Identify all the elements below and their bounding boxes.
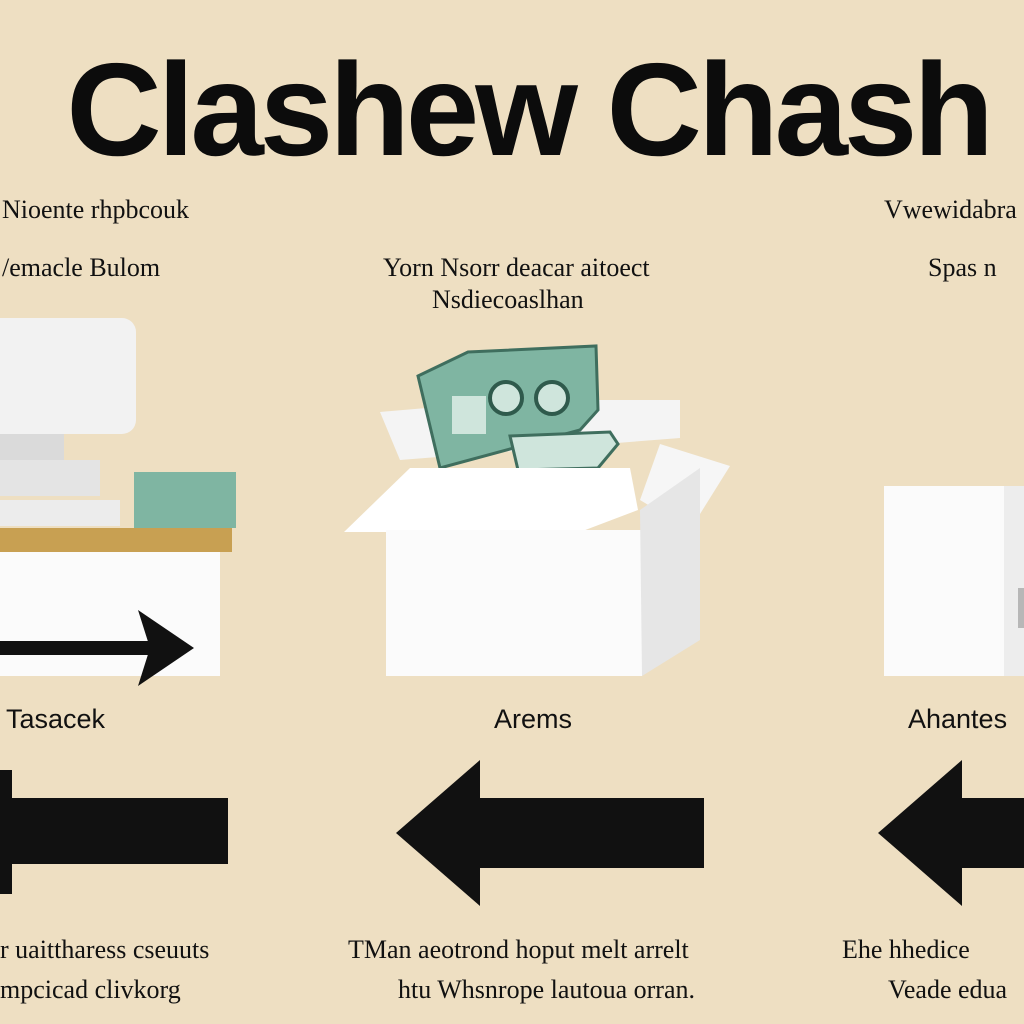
- box-with-money-illustration: [344, 344, 730, 676]
- column-2-subheading-line2: Nsdiecoaslhan: [432, 285, 584, 314]
- desk-cabinet: [0, 552, 220, 676]
- bill-portrait: [452, 396, 486, 434]
- column-1-footer-line1: r uaittharess cseuuts: [0, 935, 210, 964]
- column-3-footer-line2: Veade edua: [888, 975, 1008, 1004]
- column-2-caption: Arems: [494, 704, 573, 734]
- keyboard: [0, 500, 120, 526]
- computer-desk-illustration: [0, 318, 236, 676]
- left-arrow-icon-1: [0, 770, 228, 894]
- white-box-illustration: [884, 486, 1024, 676]
- monitor-screen: [0, 318, 136, 434]
- monitor-base: [0, 460, 100, 496]
- column-3-footer-line1: Ehe hhedice: [842, 935, 970, 964]
- column-1-heading: Nioente rhpbcouk: [2, 195, 190, 224]
- teal-box: [134, 472, 236, 528]
- column-3-heading: Vwewidabra: [884, 195, 1017, 224]
- column-2-footer-line2: htu Whsnrope lautoua orran.: [398, 975, 695, 1004]
- column-2-subheading: Yorn Nsorr deacar aitoect: [383, 253, 650, 282]
- column-3-subheading: Spas n: [928, 253, 997, 282]
- page-title: Clashew Chash: [66, 36, 994, 183]
- left-arrow-icon-2: [396, 760, 704, 906]
- monitor-stand: [0, 434, 64, 464]
- column-1-caption: Tasacek: [6, 704, 106, 734]
- right-arrow-icon: [0, 610, 194, 686]
- column-2-footer-line1: TMan aeotrond hoput melt arrelt: [348, 935, 689, 964]
- column-1-subheading: /emacle Bulom: [2, 253, 161, 282]
- column-1-footer-line2: mpcicad clivkorg: [0, 975, 181, 1004]
- left-arrow-icon-3: [878, 760, 1024, 906]
- column-3-caption: Ahantes: [908, 704, 1008, 734]
- desk-top: [0, 528, 232, 552]
